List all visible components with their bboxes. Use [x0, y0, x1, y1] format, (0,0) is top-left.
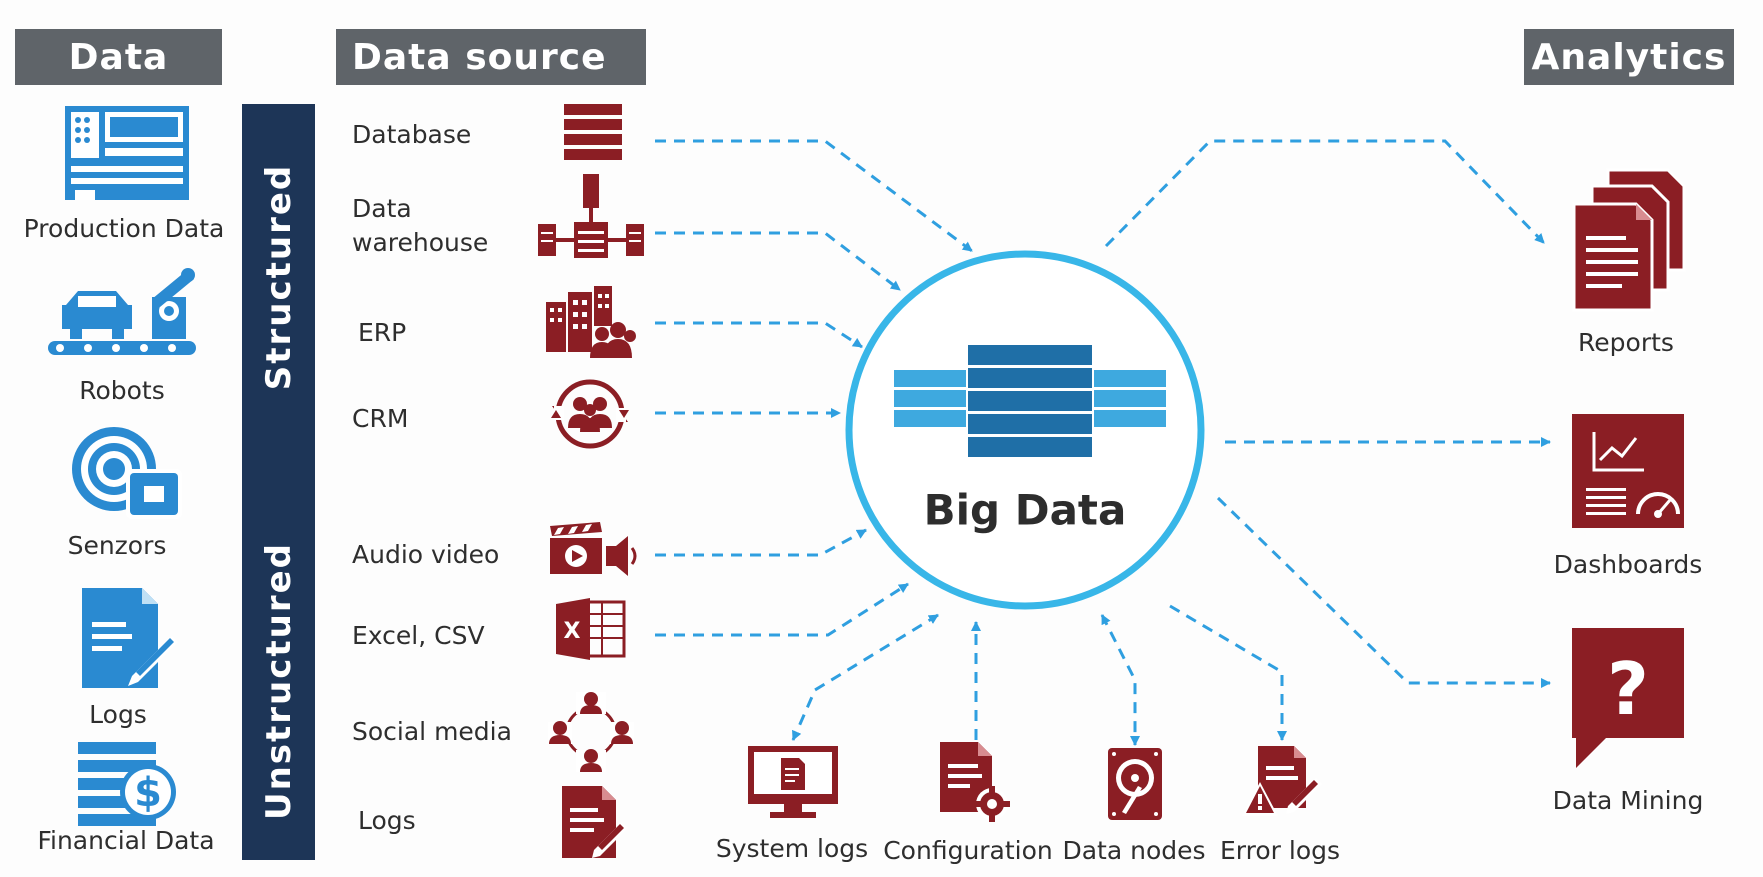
robot-arm-icon — [48, 268, 196, 355]
category-bar — [242, 104, 315, 860]
bottom-label-configuration: Configuration — [883, 836, 1053, 865]
arrow-erp — [655, 321, 863, 349]
data-warehouse-icon — [538, 174, 644, 258]
source-label-audio-video: Audio video — [352, 540, 500, 569]
social-media-icon — [548, 692, 634, 772]
source-label-social-media: Social media — [352, 717, 512, 746]
source-label-data-warehouse: Data warehouse — [352, 194, 489, 257]
data-label-production: Production Data — [23, 214, 225, 243]
analytics-header: Analytics — [1524, 29, 1734, 85]
database-icon — [564, 104, 622, 160]
error-log-icon — [1242, 746, 1322, 816]
data-label-logs: Logs — [89, 700, 147, 729]
data-source-header: Data source — [336, 29, 646, 85]
svg-text:X: X — [564, 619, 581, 644]
dashboard-icon — [1572, 414, 1684, 528]
hard-drive-icon — [1108, 748, 1162, 820]
audio-video-icon — [550, 522, 637, 576]
reports-icon — [1572, 168, 1686, 312]
arrow-reports — [1104, 139, 1546, 248]
monitor-icon — [748, 746, 838, 818]
analytics-label-data-mining: Data Mining — [1552, 786, 1704, 815]
arrow-error-logs — [1169, 604, 1287, 741]
arrow-data-mining — [1216, 496, 1551, 688]
arrow-audio — [655, 528, 867, 557]
source-label-erp: ERP — [358, 318, 407, 347]
bottom-label-data-nodes: Data nodes — [1062, 836, 1206, 865]
source-label-database: Database — [352, 120, 472, 149]
crm-icon — [551, 379, 629, 449]
data-label-sensors: Senzors — [67, 531, 167, 560]
data-mining-icon: ? — [1572, 628, 1684, 768]
arrow-system-logs — [791, 613, 939, 741]
source-label-logs: Logs — [358, 806, 416, 835]
analytics-label-reports: Reports — [1578, 328, 1674, 357]
svg-text:?: ? — [1607, 647, 1649, 731]
arrow-excel — [655, 582, 909, 637]
data-label-robots: Robots — [79, 376, 165, 405]
arrow-database — [655, 139, 973, 253]
sensor-icon — [72, 427, 182, 519]
source-label-excel-csv: Excel, CSV — [352, 621, 485, 650]
big-data-servers-icon — [894, 345, 1166, 457]
financial-data-icon: $ — [78, 742, 176, 826]
svg-text:$: $ — [134, 770, 162, 816]
bottom-label-system-logs: System logs — [715, 834, 869, 863]
erp-icon — [546, 286, 636, 358]
production-machine-icon — [65, 106, 189, 200]
bottom-label-error-logs: Error logs — [1219, 836, 1341, 865]
source-label-crm: CRM — [352, 404, 409, 433]
arrow-data-nodes — [1100, 614, 1140, 746]
big-data-label: Big Data — [923, 485, 1127, 535]
logs-icon — [562, 786, 628, 858]
excel-icon: X — [556, 598, 626, 660]
configuration-icon — [940, 742, 1010, 822]
data-label-financial: Financial Data — [37, 826, 215, 855]
log-document-icon — [82, 588, 178, 688]
analytics-label-dashboards: Dashboards — [1553, 550, 1703, 579]
data-header: Data — [15, 29, 222, 85]
arrow-warehouse — [655, 231, 901, 292]
